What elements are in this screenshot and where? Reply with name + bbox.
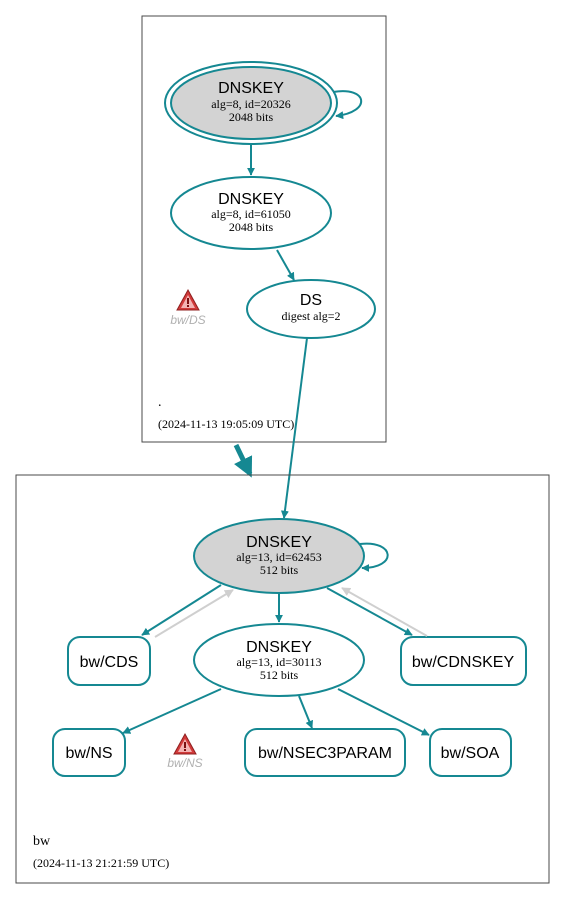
bw-ns-warning-label: bw/NS (167, 756, 202, 770)
nsec3param-record-label: bw/NSEC3PARAM (258, 745, 392, 762)
bw-ksk-to-cdnskey-edge (326, 587, 413, 636)
bw-ds-warning-label: bw/DS (170, 313, 205, 327)
ds-node[interactable]: DS digest alg=2 (246, 279, 376, 339)
bw-zone-timestamp: (2024-11-13 21:21:59 UTC) (33, 856, 169, 870)
nsec3param-record-node[interactable]: bw/NSEC3PARAM (244, 728, 406, 777)
root-zsk-line2: 2048 bits (229, 220, 274, 234)
soa-record-node[interactable]: bw/SOA (429, 728, 512, 777)
bw-ksk-node[interactable]: DNSKEY alg=13, id=62453 512 bits (193, 518, 365, 594)
warning-triangle-icon (176, 288, 200, 311)
cds-to-bw-ksk-edge (154, 589, 234, 638)
bw-zsk-line2: 512 bits (260, 668, 299, 682)
bw-zsk-title: DNSKEY (246, 639, 312, 656)
bw-zsk-to-soa-edge (337, 688, 430, 736)
bw-ksk-title: DNSKEY (246, 534, 312, 551)
root-zsk-line1: alg=8, id=61050 (211, 207, 291, 221)
root-zsk-title: DNSKEY (218, 191, 284, 208)
soa-record-label: bw/SOA (441, 745, 500, 762)
ds-to-bw-ksk-edge (280, 337, 308, 519)
cdnskey-to-bw-ksk-edge (341, 587, 428, 637)
root-zsk-to-ds-edge (276, 249, 295, 281)
root-zsk-node[interactable]: DNSKEY alg=8, id=61050 2048 bits (170, 176, 332, 250)
bw-ksk-line2: 512 bits (260, 563, 299, 577)
bw-zsk-line1: alg=13, id=30113 (236, 655, 321, 669)
bw-ns-warning[interactable]: bw/NS (167, 732, 203, 770)
bw-zsk-to-ns-edge (122, 688, 222, 734)
ds-line1: digest alg=2 (281, 309, 340, 323)
cds-record-label: bw/CDS (80, 654, 139, 671)
cdnskey-record-node[interactable]: bw/CDNSKEY (400, 636, 527, 686)
root-ksk-title: DNSKEY (218, 80, 284, 97)
root-ksk-line2: 2048 bits (229, 110, 274, 124)
root-ksk-node[interactable]: DNSKEY alg=8, id=20326 2048 bits (164, 61, 338, 145)
bw-zone-name: bw (33, 834, 51, 849)
bw-ksk-self-edge (359, 542, 389, 572)
bw-ksk-line1: alg=13, id=62453 (236, 550, 322, 564)
root-ksk-line1: alg=8, id=20326 (211, 97, 291, 111)
delegation-edge (233, 443, 253, 478)
root-zone-timestamp: (2024-11-13 19:05:09 UTC) (158, 417, 294, 431)
warning-triangle-icon (173, 732, 197, 755)
root-zone-border (141, 15, 387, 443)
root-zone-name: . (158, 395, 162, 410)
root-zone-cluster: DNSKEY alg=8, id=20326 2048 bits DNSKEY … (141, 15, 387, 443)
ds-title: DS (300, 292, 322, 309)
bw-zone-cluster: DNSKEY alg=13, id=62453 512 bits DNSKEY … (15, 474, 550, 884)
bw-zsk-to-nsec3param-edge (298, 695, 313, 729)
bw-ds-warning[interactable]: bw/DS (170, 288, 206, 327)
cds-record-node[interactable]: bw/CDS (67, 636, 151, 686)
bw-zsk-node[interactable]: DNSKEY alg=13, id=30113 512 bits (193, 623, 365, 697)
bw-zone-border (15, 474, 550, 884)
root-ksk-self-edge (332, 90, 363, 120)
cdnskey-record-label: bw/CDNSKEY (412, 654, 515, 671)
bw-ksk-to-cds-edge (141, 584, 222, 636)
ns-record-node[interactable]: bw/NS (52, 728, 126, 777)
ns-record-label: bw/NS (65, 745, 112, 762)
